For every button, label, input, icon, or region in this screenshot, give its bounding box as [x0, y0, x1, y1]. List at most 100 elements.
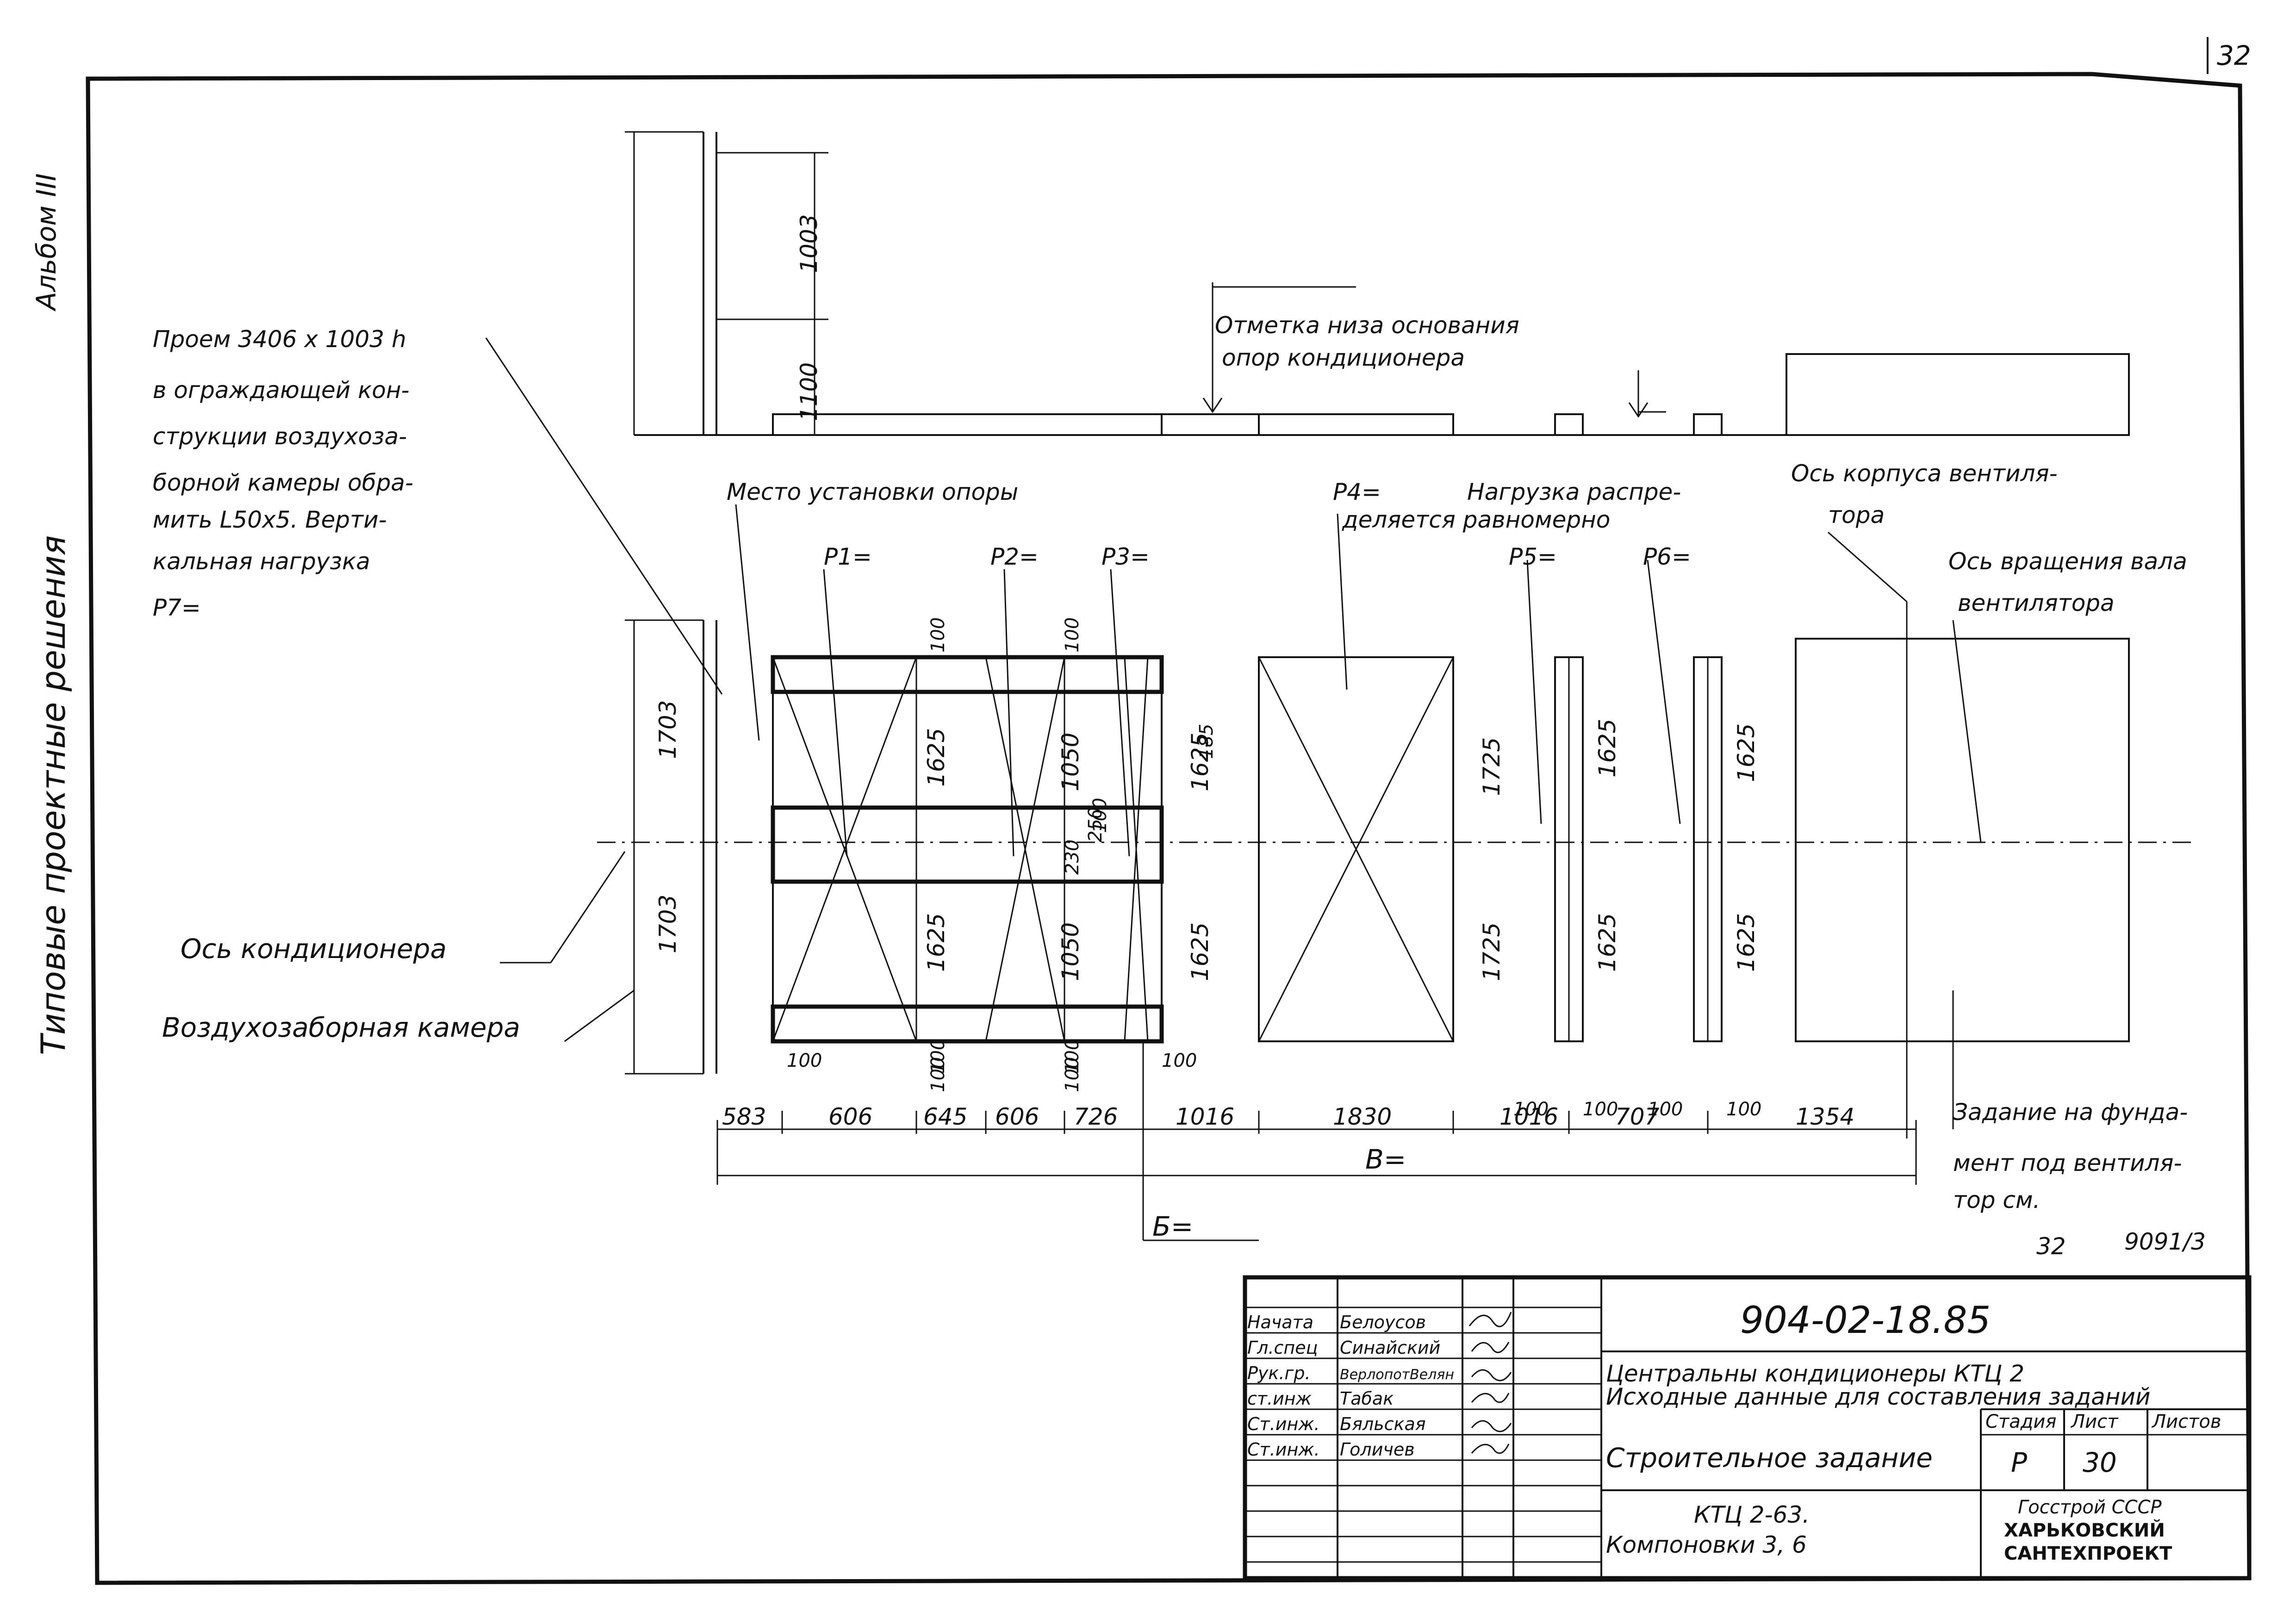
tb-role-1: Начата [1247, 1312, 1313, 1332]
shaft-axis-note-line2: вентилятора [1958, 590, 2115, 616]
p2-dim-1050-lower: 1050 [1057, 922, 1084, 981]
p2-dim-230: 230 [1062, 840, 1083, 875]
p3-dim-185: 185 [1196, 724, 1217, 759]
foundation-note-line2: мент под вентиля- [1953, 1150, 2182, 1176]
p1-dim-100-bottom: 100 [927, 1039, 949, 1074]
load-p6: P6= [1643, 543, 1691, 570]
p2-dim-100-bottom: 100 [1062, 1039, 1083, 1074]
p4-dim-1725-upper: 1725 [1478, 737, 1505, 796]
support-place-label: Место установки опоры [727, 479, 1018, 505]
p2-dim-100-mid: 100 [1089, 798, 1111, 833]
task-title: Строительное задание [1606, 1442, 1933, 1474]
p3-dim-1625-lower: 1625 [1187, 922, 1213, 981]
opening-note-line6: кальная нагрузка [153, 548, 370, 575]
tb-role-4: ст.инж [1247, 1388, 1312, 1409]
fan-axis-note-line2: тора [1828, 502, 1885, 529]
foundation-note-line3: тор см. [1953, 1187, 2040, 1213]
elevation-dim-1100: 1100 [796, 362, 822, 421]
tb-name-5: Бяльская [1340, 1414, 1426, 1434]
plan-dim-100-8: 100 [1062, 1057, 1083, 1092]
row-dim-1016b: 1016 [1500, 1103, 1558, 1130]
stage-label: Стадия [1985, 1411, 2056, 1432]
distributed-note-line1: Нагрузка распре- [1467, 479, 1681, 505]
load-p1: P1= [824, 543, 872, 570]
plan-view [485, 337, 2194, 1241]
load-p5: P5= [1509, 543, 1557, 570]
org-line2: ХАРЬКОВСКИЙ [2004, 1519, 2165, 1541]
opening-note-line2: в ограждающей кон- [153, 377, 410, 404]
p4-dim-1725-lower: 1725 [1478, 922, 1505, 981]
p1-dim-100-top: 100 [927, 617, 949, 653]
signatures [1468, 1312, 1512, 1454]
tb-name-4: Табак [1340, 1388, 1394, 1409]
row-dim-583: 583 [722, 1103, 766, 1130]
org-line1: Госстрой СССР [2018, 1497, 2162, 1518]
album-caption: Альбом III [31, 173, 62, 312]
chamber-dim-lower: 1703 [654, 895, 681, 953]
total-dim-b-lower: Б= [1152, 1211, 1193, 1242]
fan-axis-note-line1: Ось корпуса вентиля- [1791, 460, 2058, 487]
bottom-mark-note-line2: опор кондиционера [1222, 344, 1465, 371]
distributed-note-line2: деляется равномерно [1342, 506, 1610, 533]
row-dim-1830: 1830 [1333, 1103, 1392, 1130]
p2-dim-1050-upper: 1050 [1057, 733, 1084, 791]
tb-role-5: Ст.инж. [1247, 1414, 1320, 1434]
chamber-dim-upper: 1703 [654, 700, 681, 759]
load-p3: P3= [1101, 543, 1150, 570]
tb-name-6: Голичев [1340, 1439, 1415, 1460]
load-p2: P2= [990, 543, 1039, 570]
variant-line1: КТЦ 2-63. [1694, 1501, 1810, 1528]
stage-value: Р [2011, 1447, 2027, 1478]
plan-dim-100-5: 100 [1648, 1099, 1683, 1120]
sheets-label: Листов [2151, 1411, 2221, 1432]
p3-dim-1625-upper: 1625 [1187, 733, 1213, 791]
title-block-grid [1243, 1275, 2252, 1580]
p2-dim-100-top: 100 [1062, 617, 1083, 653]
total-dim-b-upper: В= [1365, 1144, 1406, 1175]
page-number: 32 [2217, 40, 2251, 71]
sheet-frame [86, 37, 2252, 1585]
shaft-axis-note-line1: Ось вращения вала [1948, 548, 2187, 575]
row-dim-1354: 1354 [1796, 1103, 1854, 1130]
opening-note-line4: борной камеры обра- [153, 469, 413, 496]
p1-dim-1625-lower: 1625 [923, 913, 950, 972]
subject-line1: Центральны кондиционеры КТЦ 2 [1606, 1360, 2024, 1387]
row-dim-726: 726 [1074, 1103, 1118, 1130]
p1-dim-1625-upper: 1625 [923, 728, 950, 787]
tb-role-6: Ст.инж. [1247, 1439, 1320, 1460]
subject-line2: Исходные данные для составления заданий [1606, 1383, 2151, 1410]
variant-line2: Компоновки 3, 6 [1606, 1531, 1807, 1558]
foundation-note-line1: Задание на фунда- [1953, 1099, 2188, 1126]
reference-document: 9091/3 [2124, 1228, 2206, 1255]
tb-name-3: ВерлопотВелян [1340, 1367, 1454, 1383]
series-caption: Типовые проектные решения [34, 535, 73, 1055]
plan-dim-100-2: 100 [1162, 1050, 1197, 1071]
document-code: 904-02-18.85 [1740, 1299, 1991, 1342]
p5-dim-1625-upper: 1625 [1594, 719, 1621, 778]
tb-name-1: Белоусов [1340, 1312, 1426, 1332]
elevation-dim-1003: 1003 [796, 214, 822, 273]
p5-dim-1625-lower: 1625 [1594, 913, 1621, 972]
p6-dim-1625-upper: 1625 [1733, 723, 1760, 782]
tb-name-2: Синайский [1340, 1338, 1440, 1358]
conditioner-axis-label: Ось кондиционера [180, 933, 447, 964]
p6-dim-1625-lower: 1625 [1733, 913, 1760, 972]
org-line3: САНТЕХПРОЕКТ [2004, 1543, 2172, 1564]
reference-sheet: 32 [2036, 1233, 2066, 1260]
plan-dim-100-4: 100 [1583, 1099, 1618, 1120]
row-dim-606b: 606 [995, 1103, 1039, 1130]
air-chamber-label: Воздухозаборная камера [162, 1012, 520, 1043]
row-dim-606a: 606 [828, 1103, 872, 1130]
opening-note-line3: струкции воздухоза- [153, 423, 407, 450]
opening-note-line7: P7= [153, 594, 201, 621]
plan-dim-100-3: 100 [1513, 1099, 1549, 1120]
bottom-mark-note-line1: Отметка низа основания [1215, 312, 1519, 339]
sheet-label: Лист [2070, 1411, 2119, 1432]
opening-note-line5: мить L50х5. Верти- [153, 506, 387, 533]
row-dim-1016a: 1016 [1176, 1103, 1234, 1130]
load-p4: P4= [1333, 479, 1381, 505]
opening-note-line1: Проем 3406 х 1003 h [153, 326, 406, 353]
tb-role-2: Гл.спец [1247, 1338, 1318, 1358]
plan-dim-100-6: 100 [1726, 1099, 1761, 1120]
